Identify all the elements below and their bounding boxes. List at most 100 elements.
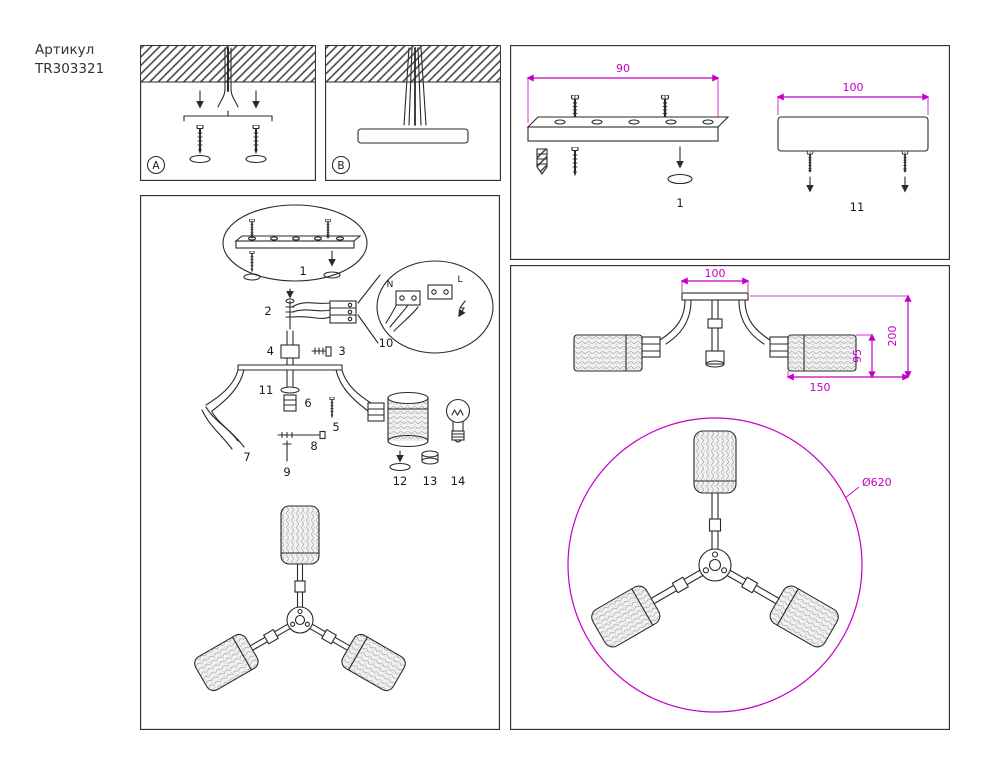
bar-hole bbox=[628, 119, 640, 125]
panel-hardware: 90 1 100 11 bbox=[510, 45, 950, 260]
drill-hole bbox=[667, 173, 693, 185]
mounting-bar-top bbox=[526, 116, 730, 128]
arm-assembly bbox=[726, 569, 839, 648]
right-arm bbox=[335, 369, 369, 412]
panel-b-letter: B bbox=[337, 160, 344, 172]
screw-icon bbox=[901, 151, 909, 173]
filament bbox=[451, 408, 464, 417]
part-label-12: 12 bbox=[393, 474, 408, 488]
bar-hole bbox=[591, 119, 603, 125]
panel-dimensions: 100 200 95 150 Ø620 bbox=[510, 265, 950, 730]
left-arm bbox=[211, 369, 245, 412]
part-label-6: 6 bbox=[304, 396, 311, 410]
part-label-11: 11 bbox=[259, 383, 274, 397]
left-arm bbox=[205, 369, 239, 406]
wire-neutral-label: N bbox=[387, 280, 394, 290]
part-label-9: 9 bbox=[283, 465, 290, 479]
left-arm bbox=[659, 299, 686, 341]
part-label-1: 1 bbox=[676, 196, 683, 210]
shade-mount bbox=[769, 336, 789, 358]
wire-live-label: L bbox=[457, 275, 462, 285]
panel-border bbox=[510, 265, 950, 730]
drill-hole bbox=[243, 273, 261, 281]
panel-border bbox=[325, 45, 501, 181]
glass-shade bbox=[194, 633, 259, 692]
right-arm bbox=[341, 369, 375, 406]
diameter-circle bbox=[567, 417, 863, 713]
dim-top-width: 100 bbox=[705, 267, 726, 280]
arm-wires bbox=[211, 411, 245, 448]
central-assembly: 4 3 11 6 5 8 9 7 bbox=[201, 330, 385, 479]
drill-hole bbox=[189, 154, 211, 164]
screw-icon bbox=[328, 397, 336, 419]
diameter-leader bbox=[844, 486, 860, 499]
lightning-icon bbox=[458, 300, 466, 318]
drill-hole bbox=[245, 154, 267, 164]
part-label-13: 13 bbox=[423, 474, 438, 488]
washer bbox=[280, 386, 300, 394]
glass-shade bbox=[769, 585, 839, 648]
mounting-bracket bbox=[183, 110, 273, 122]
dimension-lines: 200 95 150 bbox=[750, 294, 912, 394]
right-arm bbox=[744, 299, 771, 341]
hub bbox=[286, 606, 314, 634]
hanging-stud: 2 bbox=[264, 288, 295, 330]
mount-direction-arrows bbox=[196, 90, 260, 109]
screw-icon bbox=[196, 125, 204, 155]
wiring bbox=[291, 300, 357, 324]
arm-wires bbox=[201, 409, 233, 450]
panel-border bbox=[140, 195, 500, 730]
glass-shade bbox=[388, 398, 428, 441]
mounting-bar-detail: 1 bbox=[222, 204, 368, 282]
hub bbox=[698, 548, 732, 582]
retaining-ring bbox=[421, 450, 439, 458]
dim-canopy-width: 100 bbox=[843, 81, 864, 94]
mounting-plate bbox=[357, 128, 469, 144]
bar-hole bbox=[665, 119, 677, 125]
part-label-11: 11 bbox=[850, 200, 865, 214]
screw-icon bbox=[252, 125, 260, 155]
part-label-1: 1 bbox=[299, 264, 306, 278]
part-label-4: 4 bbox=[267, 344, 274, 358]
shade-and-bulb: 12 13 14 bbox=[387, 391, 471, 488]
wall-anchor bbox=[536, 148, 548, 175]
glass-shade bbox=[280, 505, 320, 565]
screw-icon bbox=[571, 147, 579, 177]
lamp-holder bbox=[367, 402, 385, 422]
canopy-figure: 100 11 bbox=[776, 81, 930, 214]
panel-ceiling-b: B bbox=[325, 45, 501, 181]
terminal bbox=[395, 290, 421, 306]
part-label-14: 14 bbox=[451, 474, 466, 488]
article-number: TR303321 bbox=[35, 61, 105, 77]
wiring-callout: N L 10 bbox=[357, 260, 494, 354]
bulb bbox=[445, 398, 471, 443]
arm-assembly bbox=[309, 623, 406, 692]
top-bar bbox=[681, 292, 749, 301]
side-view: 100 bbox=[573, 267, 857, 372]
ceiling-wires bbox=[403, 47, 427, 126]
glass-shade bbox=[693, 430, 737, 494]
screw-icon bbox=[248, 219, 256, 239]
screw-icon bbox=[806, 151, 814, 173]
shade-mount bbox=[641, 336, 661, 358]
arm-assembly bbox=[280, 505, 320, 608]
mounting-bar-figure: 90 1 bbox=[526, 62, 730, 210]
bottom-view: Ø620 bbox=[567, 417, 892, 713]
dim-total-height: 200 bbox=[886, 326, 899, 347]
bar-hole bbox=[702, 119, 714, 125]
mounting-bar-front bbox=[527, 126, 719, 142]
arm-assembly bbox=[693, 430, 737, 550]
right-arm bbox=[738, 299, 765, 345]
dim-shade-width: 150 bbox=[810, 381, 831, 394]
part-label-2: 2 bbox=[264, 304, 271, 318]
arm-assembly bbox=[194, 623, 291, 692]
panel-a-badge: A bbox=[146, 155, 166, 175]
stem-sleeve bbox=[283, 394, 297, 412]
panel-border bbox=[140, 45, 316, 181]
glass-shade bbox=[591, 585, 661, 648]
panel-border bbox=[510, 45, 950, 260]
panel-a-letter: A bbox=[152, 160, 160, 172]
stem-collar bbox=[707, 318, 723, 329]
part-label-8: 8 bbox=[310, 439, 317, 453]
arm-assembly bbox=[591, 569, 704, 648]
